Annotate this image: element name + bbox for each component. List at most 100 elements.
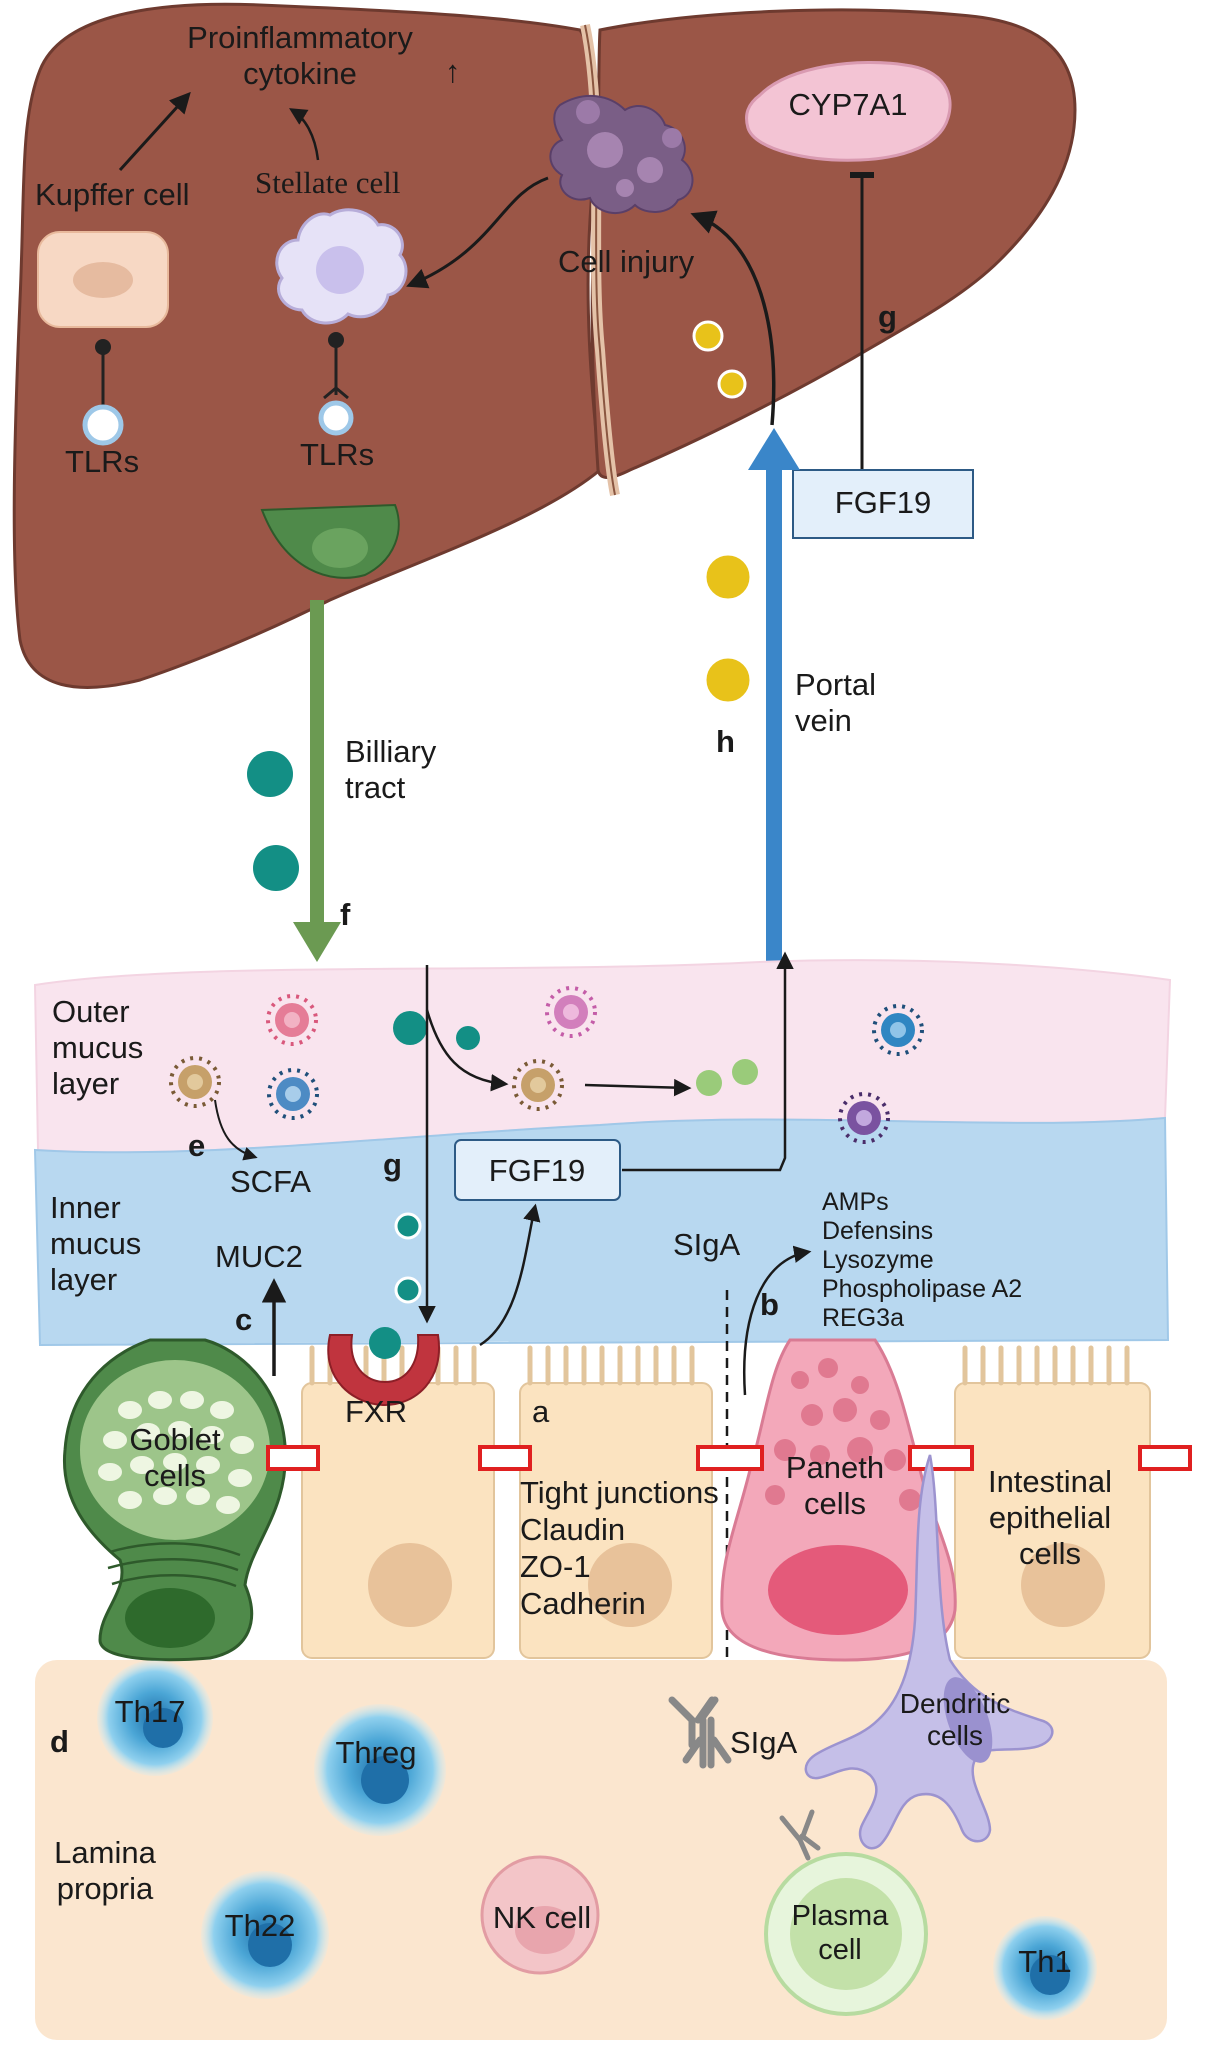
letter-g-top: g: [878, 299, 897, 334]
muc2-label: MUC2: [215, 1239, 303, 1274]
threg-cell: [314, 1704, 446, 1836]
microbe-pink: [266, 994, 318, 1046]
th17-cell: [97, 1660, 213, 1776]
cyp7a1-shape: [745, 61, 952, 162]
sigA-mid-label: SIgA: [673, 1227, 741, 1262]
e-arrow: [214, 1099, 258, 1161]
fgf19-to-portal-arrow: [622, 951, 794, 1172]
cyp7a1-label: CYP7A1: [789, 87, 908, 122]
epithelial-cell: [301, 1345, 495, 1659]
fxr-receptor: [327, 1334, 441, 1407]
sigA-antibody-icon: [668, 1696, 732, 1769]
th22-cell: [201, 1871, 329, 1999]
metabolite-dot: [703, 552, 753, 602]
microbe-to-scfa-arrow: [584, 1078, 692, 1097]
tight-junction: [266, 1445, 320, 1471]
bile-acid-dot: [369, 1327, 401, 1359]
fxr-to-fgf19-arrow: [479, 1203, 541, 1347]
fgf19-mid-box: [454, 1139, 621, 1201]
bile-acid-dot: [456, 1026, 480, 1050]
paneth-secretion-arrow: [743, 1245, 812, 1396]
epithelial-cell: [954, 1345, 1151, 1659]
stellate-cell: [275, 208, 408, 325]
tlrs-left-label: TLRs: [65, 444, 139, 479]
letter-f: f: [340, 897, 351, 932]
bile-acid-dot: [394, 1212, 422, 1240]
letter-c: c: [235, 1302, 252, 1337]
injury-to-stellate-arrow: [406, 176, 549, 289]
gallbladder-highlight: [312, 528, 368, 568]
nk-cell: [480, 1855, 600, 1975]
microbe-magenta: [545, 986, 597, 1038]
tlr-receptor-left: [82, 339, 124, 446]
th22-label: Th22: [225, 1908, 296, 1943]
stellate-to-cytokine-arrow: [289, 108, 320, 161]
tlr-receptor-right: [318, 332, 354, 436]
microbe-brown-middle: [512, 1059, 564, 1111]
metabolite-dot: [717, 369, 747, 399]
tlrs-right-label: TLRs: [300, 437, 374, 472]
fxr-label: FXR: [345, 1394, 407, 1429]
letter-e: e: [188, 1128, 205, 1163]
th1-cell: [993, 1916, 1097, 2020]
th1-label: Th1: [1018, 1944, 1071, 1979]
epithelial-cell: [519, 1345, 713, 1659]
plasma-cell: [764, 1852, 928, 2016]
inner-mucus-layer: [33, 1116, 1170, 1347]
tight-junction: [1138, 1445, 1192, 1471]
nk-cell-label: NK cell: [493, 1900, 591, 1935]
paneth-cell: [720, 1338, 957, 1662]
scfa-label: SCFA: [230, 1164, 311, 1199]
biliary-arrow: [293, 600, 341, 962]
metabolite-dot: [692, 320, 724, 352]
kupffer-cell: [37, 231, 169, 328]
microbe-purple: [838, 1092, 890, 1144]
microbe-blue-right: [872, 1004, 924, 1056]
bile-acid-dot: [393, 1011, 427, 1045]
liver-left-lobe: [12, 2, 602, 689]
kupffer-to-cytokine-arrow: [118, 91, 191, 172]
tight-junction: [908, 1445, 974, 1471]
letter-g-mid: g: [383, 1147, 402, 1182]
bile-acid-dot: [247, 751, 293, 797]
cell-injury-label: Cell injury: [558, 244, 695, 279]
microbe-blue: [267, 1068, 319, 1120]
portal-vein-arrow: [748, 428, 800, 970]
fgf19-top-label: FGF19: [835, 485, 931, 520]
letter-h: h: [716, 724, 735, 759]
letter-b: b: [760, 1287, 779, 1322]
letter-a: a: [532, 1394, 550, 1429]
scfa-dot: [696, 1070, 722, 1096]
microbe-brown: [169, 1056, 221, 1108]
portal-to-injury-arrow: [690, 210, 776, 426]
letter-d: d: [50, 1724, 69, 1759]
fgf19-top-box: [792, 469, 974, 539]
plasma-antibody-icon: [779, 1809, 821, 1861]
bile-acid-dot: [253, 845, 299, 891]
threg-label: Threg: [336, 1735, 417, 1770]
metabolite-dot: [703, 655, 753, 705]
bile-acid-dot: [394, 1276, 422, 1304]
tight-junction: [696, 1445, 764, 1471]
stellate-cell-label: Stellate cell: [255, 165, 400, 200]
scfa-dot: [732, 1059, 758, 1085]
cytokine-up-arrow: ↑: [445, 54, 461, 89]
injured-cells: [549, 94, 694, 215]
fgf19-mid-label: FGF19: [489, 1153, 585, 1188]
bile-branch-arrow: [425, 1009, 509, 1092]
